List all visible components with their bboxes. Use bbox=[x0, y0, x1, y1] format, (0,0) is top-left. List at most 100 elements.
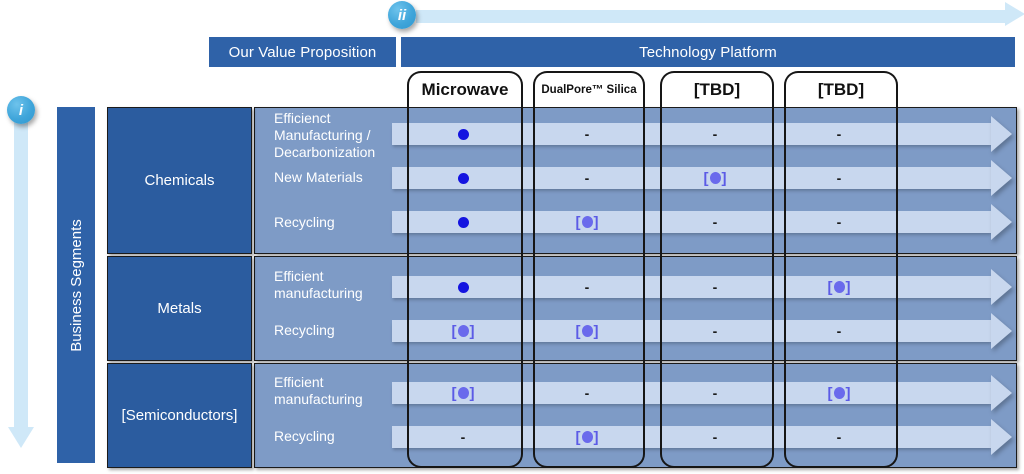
row-track-chemicals-0 bbox=[392, 116, 1012, 152]
status-none: - bbox=[584, 279, 590, 295]
column-header-label: [TBD] bbox=[817, 80, 865, 99]
business-segments-axis-bar: Business Segments bbox=[57, 107, 95, 463]
status-dot-filled bbox=[457, 216, 469, 228]
row-arrowhead bbox=[991, 269, 1012, 305]
status-none: - bbox=[712, 126, 718, 142]
row-arrowhead bbox=[991, 419, 1012, 455]
cell-semiconductors-0-dualpore[interactable]: - bbox=[533, 382, 641, 404]
row-label-semiconductors-0: Efficient manufacturing bbox=[274, 374, 363, 407]
callout-i[interactable]: i bbox=[7, 96, 35, 124]
value-proposition-label: Our Value Proposition bbox=[228, 43, 377, 61]
row-label-metals-0: Efficient manufacturing bbox=[274, 268, 363, 301]
cell-chemicals-1-dualpore[interactable]: - bbox=[533, 167, 641, 189]
segment-name-label: [Semiconductors] bbox=[121, 407, 238, 424]
cell-chemicals-0-dualpore[interactable]: - bbox=[533, 123, 641, 145]
status-none: - bbox=[836, 323, 842, 339]
status-dot-bracketed: [] bbox=[703, 169, 727, 187]
guide-arrowhead bbox=[8, 427, 34, 448]
cell-semiconductors-1-microwave[interactable]: - bbox=[407, 426, 519, 448]
status-none: - bbox=[584, 385, 590, 401]
cell-chemicals-2-dualpore[interactable]: [] bbox=[533, 211, 641, 233]
cell-chemicals-2-tbd2[interactable]: - bbox=[784, 211, 894, 233]
cell-metals-0-tbd1[interactable]: - bbox=[660, 276, 770, 298]
status-dot-bracketed: [] bbox=[575, 322, 599, 340]
segment-name-label: Metals bbox=[157, 300, 202, 317]
segment-name-chemicals[interactable]: Chemicals bbox=[107, 107, 252, 254]
row-track-metals-1 bbox=[392, 313, 1012, 349]
cell-semiconductors-1-tbd2[interactable]: - bbox=[784, 426, 894, 448]
row-arrowhead bbox=[991, 375, 1012, 411]
row-arrowhead bbox=[991, 313, 1012, 349]
cell-metals-1-dualpore[interactable]: [] bbox=[533, 320, 641, 342]
cell-metals-1-microwave[interactable]: [] bbox=[407, 320, 519, 342]
status-none: - bbox=[712, 429, 718, 445]
status-dot-bracketed: [] bbox=[827, 278, 851, 296]
business-segments-guide-arrow bbox=[8, 110, 34, 448]
status-dot-filled bbox=[457, 281, 469, 293]
status-dot-bracketed: [] bbox=[451, 384, 475, 402]
row-label-chemicals-0: Efficienct Manufacturing / Decarbonizati… bbox=[274, 110, 376, 160]
guide-shaft bbox=[14, 110, 28, 428]
status-dot-filled bbox=[457, 172, 469, 184]
value-proposition-header: Our Value Proposition bbox=[209, 37, 396, 67]
row-track-semiconductors-1 bbox=[392, 419, 1012, 455]
row-arrowhead bbox=[991, 160, 1012, 196]
row-label-chemicals-1: New Materials bbox=[274, 169, 363, 185]
status-none: - bbox=[584, 170, 590, 186]
segment-name-semiconductors[interactable]: [Semiconductors] bbox=[107, 363, 252, 468]
cell-chemicals-0-microwave[interactable] bbox=[407, 123, 519, 145]
cell-metals-1-tbd2[interactable]: - bbox=[784, 320, 894, 342]
cell-chemicals-1-microwave[interactable] bbox=[407, 167, 519, 189]
status-none: - bbox=[460, 429, 466, 445]
cell-semiconductors-0-tbd2[interactable]: [] bbox=[784, 382, 894, 404]
segment-name-metals[interactable]: Metals bbox=[107, 256, 252, 361]
guide-arrowhead bbox=[1005, 2, 1024, 26]
row-arrowhead bbox=[991, 204, 1012, 240]
cell-chemicals-0-tbd2[interactable]: - bbox=[784, 123, 894, 145]
segment-body-semiconductors bbox=[254, 363, 1017, 468]
status-none: - bbox=[836, 214, 842, 230]
column-header-label: Microwave bbox=[421, 80, 509, 99]
column-header-tbd2[interactable]: [TBD] bbox=[784, 71, 898, 107]
status-none: - bbox=[712, 279, 718, 295]
segment-body-metals bbox=[254, 256, 1017, 361]
cell-metals-0-microwave[interactable] bbox=[407, 276, 519, 298]
cell-semiconductors-1-tbd1[interactable]: - bbox=[660, 426, 770, 448]
callout-ii-label: ii bbox=[397, 6, 407, 24]
column-header-dualpore[interactable]: DualPore™ Silica bbox=[533, 71, 645, 107]
cell-metals-1-tbd1[interactable]: - bbox=[660, 320, 770, 342]
segment-name-label: Chemicals bbox=[144, 172, 215, 189]
column-header-microwave[interactable]: Microwave bbox=[407, 71, 523, 107]
cell-semiconductors-0-microwave[interactable]: [] bbox=[407, 382, 519, 404]
business-segments-label: Business Segments bbox=[67, 218, 85, 352]
cell-semiconductors-1-dualpore[interactable]: [] bbox=[533, 426, 641, 448]
status-dot-bracketed: [] bbox=[451, 322, 475, 340]
status-dot-bracketed: [] bbox=[575, 428, 599, 446]
cell-chemicals-2-microwave[interactable] bbox=[407, 211, 519, 233]
callout-ii[interactable]: ii bbox=[388, 1, 416, 29]
row-label-semiconductors-1: Recycling bbox=[274, 428, 335, 444]
cell-chemicals-2-tbd1[interactable]: - bbox=[660, 211, 770, 233]
cell-semiconductors-0-tbd1[interactable]: - bbox=[660, 382, 770, 404]
cell-chemicals-0-tbd1[interactable]: - bbox=[660, 123, 770, 145]
callout-i-label: i bbox=[18, 101, 24, 119]
cell-metals-0-dualpore[interactable]: - bbox=[533, 276, 641, 298]
technology-platform-guide-arrow bbox=[416, 2, 1024, 28]
status-none: - bbox=[712, 214, 718, 230]
status-none: - bbox=[836, 429, 842, 445]
row-arrowhead bbox=[991, 116, 1012, 152]
row-label-metals-1: Recycling bbox=[274, 322, 335, 338]
cell-chemicals-1-tbd2[interactable]: - bbox=[784, 167, 894, 189]
technology-platform-label: Technology Platform bbox=[639, 43, 777, 61]
cell-metals-0-tbd2[interactable]: [] bbox=[784, 276, 894, 298]
column-header-label: [TBD] bbox=[693, 80, 741, 99]
row-track-chemicals-1 bbox=[392, 160, 1012, 196]
status-dot-filled bbox=[457, 128, 469, 140]
cell-chemicals-1-tbd1[interactable]: [] bbox=[660, 167, 770, 189]
status-none: - bbox=[712, 323, 718, 339]
status-none: - bbox=[712, 385, 718, 401]
column-header-label: DualPore™ Silica bbox=[541, 84, 637, 96]
status-none: - bbox=[836, 170, 842, 186]
column-header-tbd1[interactable]: [TBD] bbox=[660, 71, 774, 107]
